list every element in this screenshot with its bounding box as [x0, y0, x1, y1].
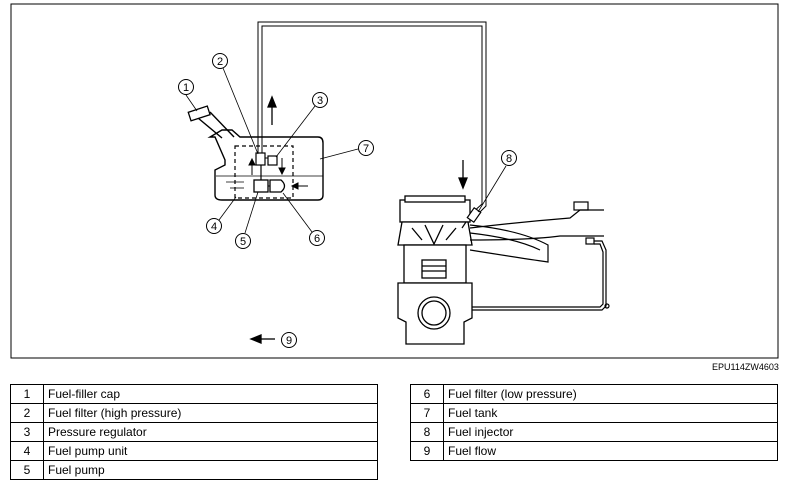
callout-6-text: 6 — [314, 233, 320, 245]
pressure-regulator — [267, 155, 278, 166]
engine — [397, 195, 473, 345]
legend-num: 1 — [10, 384, 44, 404]
callout-8-text: 8 — [506, 153, 512, 165]
fuel-tank — [197, 111, 324, 201]
figure-code: EPU114ZW4603 — [712, 362, 779, 372]
legend-num: 7 — [410, 403, 444, 423]
fuel-filter-high-pressure — [255, 152, 266, 166]
callout-4: 4 — [206, 196, 237, 234]
callout-2: 2 — [212, 53, 259, 155]
callout-7-text: 7 — [363, 143, 369, 155]
callout-9-text: 9 — [286, 335, 292, 347]
callout-4-text: 4 — [211, 221, 217, 233]
tank-flow-arrows — [248, 157, 308, 190]
legend-num: 9 — [410, 441, 444, 461]
callout-7: 7 — [319, 140, 374, 160]
fuel-pump — [253, 179, 269, 193]
legend-label: Fuel-filler cap — [43, 384, 378, 404]
callout-6: 6 — [282, 192, 325, 246]
fuel-filler-cap — [187, 105, 211, 122]
legend-label: Fuel filter (high pressure) — [43, 403, 378, 423]
callout-5-text: 5 — [240, 236, 246, 248]
callout-1-text: 1 — [183, 82, 189, 94]
legend-label: Fuel pump — [43, 460, 378, 480]
fuel-pump-unit — [234, 145, 294, 199]
callout-2-text: 2 — [217, 56, 223, 68]
fuel-line — [257, 21, 487, 217]
fuel-filter-low-pressure — [269, 179, 286, 193]
legend-label: Fuel injector — [443, 422, 778, 442]
legend-num: 4 — [10, 441, 44, 461]
callout-8: 8 — [477, 150, 517, 213]
callout-9: 9 — [281, 332, 297, 348]
legend-label: Fuel filter (low pressure) — [443, 384, 778, 404]
legend-num: 8 — [410, 422, 444, 442]
legend-label: Fuel flow — [443, 441, 778, 461]
callout-3-text: 3 — [317, 95, 323, 107]
legend-num: 5 — [10, 460, 44, 480]
diagram-frame — [10, 3, 779, 359]
callout-5: 5 — [235, 191, 259, 249]
legend-label: Fuel tank — [443, 403, 778, 423]
flow-arrows — [249, 95, 468, 344]
intake-piping — [469, 201, 610, 311]
legend-num: 2 — [10, 403, 44, 423]
callout-3: 3 — [275, 92, 328, 158]
legend-label: Fuel pump unit — [43, 441, 378, 461]
legend-num: 6 — [410, 384, 444, 404]
legend-num: 3 — [10, 422, 44, 442]
fuel-injector — [461, 206, 482, 229]
legend-label: Pressure regulator — [43, 422, 378, 442]
callout-1: 1 — [178, 79, 198, 112]
